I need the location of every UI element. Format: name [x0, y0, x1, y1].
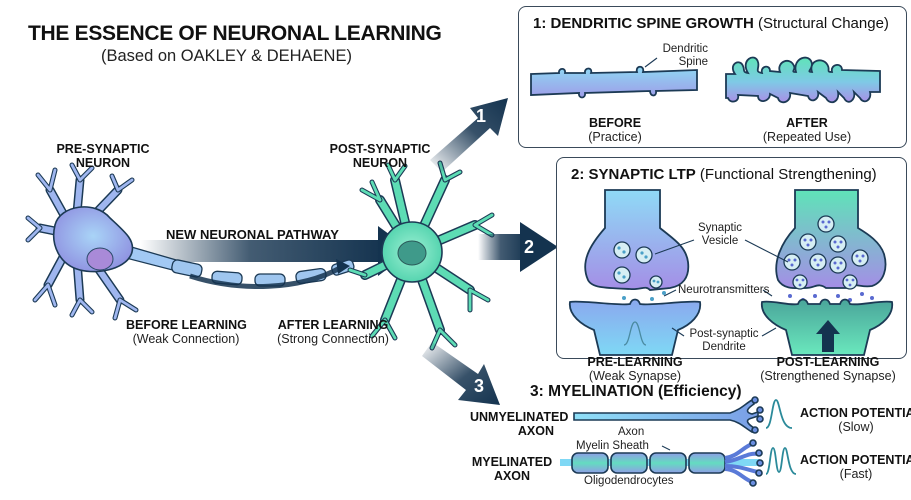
vesicle-callout-line1: Synaptic — [697, 222, 743, 234]
slow-ap-label: ACTION POTENTIAL (Slow) — [800, 406, 911, 434]
post-learning-label: POST-LEARNING (Strengthened Synapse) — [758, 355, 898, 383]
unmyelinated-label-line1: UNMYELINATED — [470, 410, 569, 424]
panel3-title: 3: MYELINATION (Efficiency) — [530, 383, 742, 400]
vesicle-callout: Synaptic Vesicle — [692, 222, 748, 248]
panel1-before-desc: (Practice) — [588, 130, 642, 144]
arrow-1-number: 1 — [476, 106, 487, 126]
dendrite-after — [725, 56, 881, 104]
before-learning-desc: (Weak Connection) — [132, 332, 240, 346]
strengthening-arrow-icon — [816, 320, 840, 352]
panel1-title-bold: 1: DENDRITIC SPINE GROWTH — [533, 15, 754, 32]
panel1-before-label: BEFORE (Practice) — [560, 116, 670, 144]
fast-ap-title: ACTION POTENTIAL — [800, 453, 911, 467]
panel2-title-normal: (Functional Strengthening) — [699, 166, 877, 183]
neurotransmitters-callout: Neurotransmitters — [678, 284, 770, 296]
pre-learning-terminal — [584, 189, 690, 301]
myelinated-label: MYELINATED AXON — [470, 455, 554, 483]
before-learning-label: BEFORE LEARNING (Weak Connection) — [126, 318, 247, 346]
arrow-2 — [478, 222, 558, 272]
panel2-title-bold: 2: SYNAPTIC LTP — [571, 166, 696, 183]
post-learning-desc: (Strengthened Synapse) — [760, 369, 896, 383]
arrow-2-number: 2 — [524, 237, 535, 257]
pre-learning-label: PRE-LEARNING (Weak Synapse) — [580, 355, 690, 383]
pre-neuron-label: PRE-SYNAPTIC NEURON — [48, 142, 158, 170]
pre-learning-dendrite — [569, 298, 702, 356]
dendrite-callout-line1: Post-synaptic — [689, 328, 759, 340]
dendrite-callout-line2: Dendrite — [702, 341, 746, 353]
unmyelinated-label-line2: AXON — [517, 424, 554, 438]
axon-label: Axon — [618, 426, 645, 438]
spine-callout: Dendritic Spine — [643, 43, 708, 69]
page-title: THE ESSENCE OF NEURONAL LEARNING — [28, 22, 442, 45]
pre-neuron-label-line1: PRE-SYNAPTIC — [56, 142, 150, 156]
myelinated-label-line2: AXON — [493, 469, 531, 483]
post-neuron-label: POST-SYNAPTIC NEURON — [320, 142, 440, 170]
pre-neuron-label-line2: NEURON — [75, 156, 131, 170]
myelinated-label-line1: MYELINATED — [471, 455, 553, 469]
post-learning-dendrite — [761, 298, 894, 356]
fast-action-potential-wave — [765, 447, 797, 475]
slow-ap-title: ACTION POTENTIAL — [800, 406, 911, 420]
unmyelinated-label: UNMYELINATED AXON — [470, 410, 569, 438]
dendrite-callout: Post-synaptic Dendrite — [686, 328, 762, 354]
spine-callout-line1: Dendritic — [662, 43, 708, 55]
panel1-title-normal: (Structural Change) — [758, 15, 889, 32]
post-neuron-label-line2: NEURON — [352, 156, 408, 170]
pathway-label: NEW NEURONAL PATHWAY — [166, 227, 339, 242]
fast-ap-desc: (Fast) — [839, 467, 873, 481]
unmyelinated-axon — [573, 396, 793, 434]
panel1-after-label: AFTER (Repeated Use) — [752, 116, 862, 144]
panel1-after-desc: (Repeated Use) — [762, 130, 852, 144]
arrow-1 — [430, 98, 508, 172]
after-learning-label: AFTER LEARNING (Strong Connection) — [274, 318, 392, 346]
arrow-3-number: 3 — [474, 376, 485, 396]
post-synaptic-neuron — [347, 160, 495, 351]
panel2-title: 2: SYNAPTIC LTP (Functional Strengthenin… — [571, 166, 877, 183]
slow-ap-desc: (Slow) — [838, 420, 874, 434]
pre-learning-desc: (Weak Synapse) — [588, 369, 682, 383]
myelinated-axon — [560, 439, 797, 487]
post-learning-title: POST-LEARNING — [776, 355, 880, 369]
after-learning-desc: (Strong Connection) — [277, 332, 389, 346]
panel1-after-title: AFTER — [786, 116, 828, 130]
axon-connection — [125, 245, 355, 289]
panel1-before-title: BEFORE — [588, 116, 642, 130]
vesicle-callout-line2: Vesicle — [701, 235, 739, 247]
post-learning-terminal — [775, 189, 887, 303]
page-subtitle: (Based on OAKLEY & DEHAENE) — [101, 47, 352, 65]
arrow-3 — [422, 342, 500, 405]
myelin-sheath-label: Myelin Sheath — [576, 440, 649, 452]
fast-ap-label: ACTION POTENTIAL (Fast) — [800, 453, 911, 481]
spine-callout-line2: Spine — [678, 56, 708, 68]
post-neuron-label-line1: POST-SYNAPTIC — [329, 142, 431, 156]
slow-action-potential-wave — [765, 399, 793, 429]
pre-synaptic-neuron — [25, 162, 139, 321]
before-learning-title: BEFORE LEARNING — [126, 318, 247, 332]
after-learning-title: AFTER LEARNING — [277, 318, 389, 332]
oligodendrocytes-label: Oligodendrocytes — [584, 475, 674, 487]
dendrite-before — [530, 57, 698, 99]
pre-learning-title: PRE-LEARNING — [587, 355, 683, 369]
panel1-title: 1: DENDRITIC SPINE GROWTH (Structural Ch… — [533, 15, 889, 32]
